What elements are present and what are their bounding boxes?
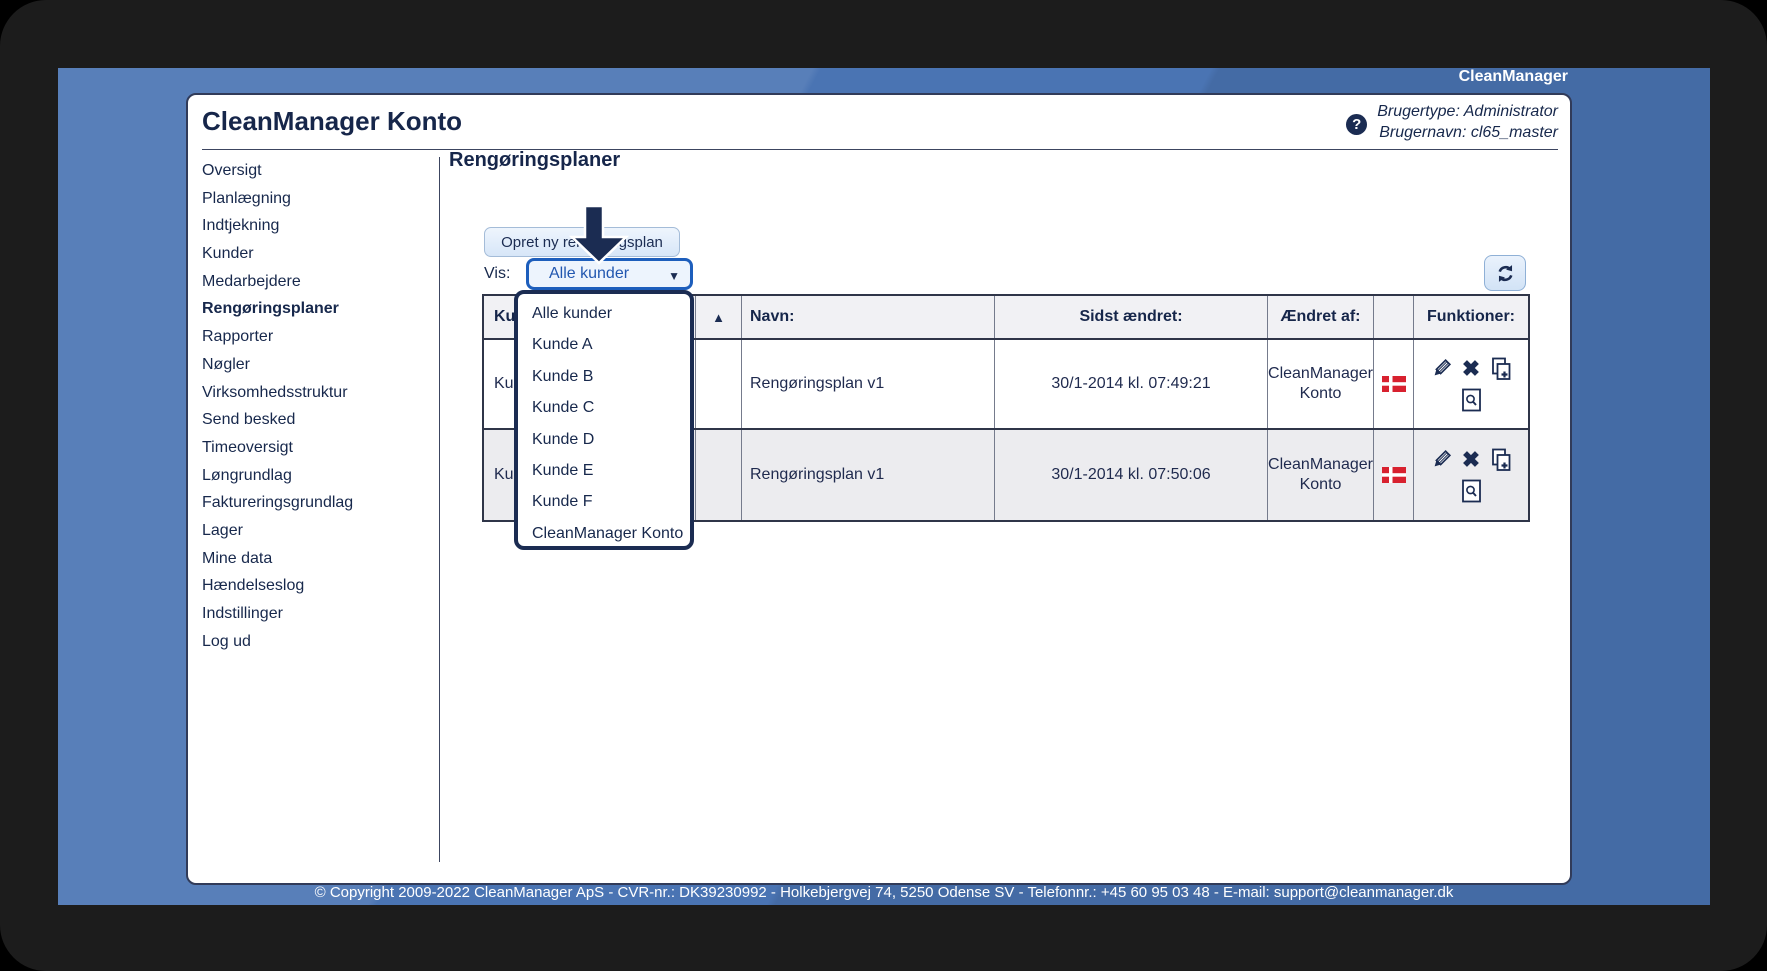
sort-asc-icon[interactable]: ▲ bbox=[712, 309, 725, 325]
sidebar-menu: Oversigt Planlægning Indtjekning Kunder … bbox=[202, 157, 434, 655]
danish-flag-icon bbox=[1381, 376, 1406, 392]
copy-plus-icon[interactable] bbox=[1489, 448, 1513, 473]
danish-flag-icon bbox=[1381, 467, 1406, 483]
dropdown-option-alle-kunder[interactable]: Alle kunder bbox=[532, 305, 613, 322]
sidebar-item-haendelseslog[interactable]: Hændelseslog bbox=[202, 577, 305, 595]
sidebar-item-timeoversigt[interactable]: Timeoversigt bbox=[202, 438, 293, 456]
dropdown-option-cleanmanager-konto[interactable]: CleanManager Konto bbox=[532, 524, 684, 542]
refresh-icon bbox=[1498, 264, 1512, 282]
browser-brand-label: CleanManager bbox=[1458, 68, 1568, 85]
sidebar-item-noegler[interactable]: Nøgler bbox=[202, 355, 251, 373]
header-customer: Ku bbox=[484, 296, 696, 338]
sidebar-divider bbox=[439, 157, 440, 862]
sidebar-item-rengoeringsplaner[interactable]: Rengøringsplaner bbox=[202, 300, 339, 318]
dropdown-option-kunde-f[interactable]: Kunde F bbox=[532, 493, 593, 511]
edit-pencil-icon[interactable] bbox=[1429, 357, 1453, 381]
cell-name: Rengøringsplan v1 bbox=[742, 430, 995, 520]
user-name-label: Brugernavn: cl65_master bbox=[1379, 124, 1558, 141]
cell-modified-by: CleanManager Konto bbox=[1268, 340, 1374, 428]
app-title: CleanManager Konto bbox=[202, 106, 463, 136]
sidebar-item-medarbejdere[interactable]: Medarbejdere bbox=[202, 272, 301, 290]
sidebar-item-lager[interactable]: Lager bbox=[202, 521, 243, 539]
copyright-footer: © Copyright 2009-2022 CleanManager ApS -… bbox=[314, 884, 1454, 901]
delete-x-icon[interactable]: ✖ bbox=[1461, 447, 1481, 472]
user-info-block: ? Brugertype: Administrator Brugernavn: … bbox=[1346, 101, 1558, 143]
sidebar-item-planlaegning[interactable]: Planlægning bbox=[202, 189, 291, 207]
header-modified: Sidst ændret: bbox=[995, 296, 1268, 338]
dropdown-option-kunde-a[interactable]: Kunde A bbox=[532, 336, 593, 354]
cell-modified-by: CleanManager Konto bbox=[1268, 430, 1374, 520]
sidebar-item-faktureringsgrundlag[interactable]: Faktureringsgrundlag bbox=[202, 494, 354, 512]
cell-modified: 30/1-2014 kl. 07:49:21 bbox=[995, 340, 1268, 428]
dropdown-option-kunde-b[interactable]: Kunde B bbox=[532, 367, 594, 385]
sidebar-item-rapporter[interactable]: Rapporter bbox=[202, 328, 274, 346]
filter-label: Vis: bbox=[484, 265, 511, 282]
create-plan-button[interactable]: Opret ny rengøringsplan bbox=[484, 227, 680, 257]
header-flag bbox=[1374, 296, 1414, 338]
sidebar-item-send-besked[interactable]: Send besked bbox=[202, 411, 296, 429]
cell-modified: 30/1-2014 kl. 07:50:06 bbox=[995, 430, 1268, 520]
chevron-down-icon: ▼ bbox=[668, 269, 680, 283]
cell-customer: Ku bbox=[484, 430, 696, 520]
copy-plus-icon[interactable] bbox=[1489, 357, 1513, 382]
sidebar-item-loengrundlag[interactable]: Løngrundlag bbox=[202, 466, 292, 484]
user-type-label: Brugertype: Administrator bbox=[1377, 103, 1558, 120]
dropdown-option-kunde-c[interactable]: Kunde C bbox=[532, 399, 595, 417]
dropdown-option-kunde-e[interactable]: Kunde E bbox=[532, 461, 594, 479]
preview-magnifier-icon[interactable] bbox=[1461, 388, 1482, 412]
header-divider bbox=[202, 149, 1558, 150]
preview-magnifier-icon[interactable] bbox=[1461, 479, 1482, 503]
sidebar-item-indstillinger[interactable]: Indstillinger bbox=[202, 605, 283, 622]
refresh-button[interactable] bbox=[1484, 255, 1526, 291]
app-window: CleanManager Konto ? Brugertype: Adminis… bbox=[186, 93, 1572, 885]
sidebar-item-kunder[interactable]: Kunder bbox=[202, 245, 254, 263]
dropdown-option-kunde-d[interactable]: Kunde D bbox=[532, 430, 595, 448]
sidebar-item-indtjekning[interactable]: Indtjekning bbox=[202, 217, 280, 235]
sidebar-item-log-ud[interactable]: Log ud bbox=[202, 632, 251, 650]
help-icon[interactable]: ? bbox=[1346, 114, 1368, 135]
header-functions: Funktioner: bbox=[1427, 308, 1515, 325]
dropdown-selected-value: Alle kunder bbox=[549, 265, 630, 282]
sidebar-item-mine-data[interactable]: Mine data bbox=[202, 549, 273, 567]
header-modified-by: Ændret af: bbox=[1268, 296, 1374, 338]
header-name: Navn: bbox=[742, 296, 995, 338]
cell-name: Rengøringsplan v1 bbox=[742, 340, 995, 428]
sidebar-item-virksomhedsstruktur[interactable]: Virksomhedsstruktur bbox=[202, 383, 348, 401]
edit-pencil-icon[interactable] bbox=[1429, 448, 1453, 472]
customer-dropdown-panel: Alle kunder Kunde A Kunde B Kunde C Kund… bbox=[514, 290, 694, 550]
cell-customer: Ku bbox=[484, 340, 696, 428]
sidebar-item-oversigt[interactable]: Oversigt bbox=[202, 162, 262, 179]
delete-x-icon[interactable]: ✖ bbox=[1461, 356, 1481, 381]
customer-filter-dropdown[interactable]: Alle kunder ▼ bbox=[526, 258, 693, 290]
page-title: Rengøringsplaner bbox=[449, 149, 621, 171]
